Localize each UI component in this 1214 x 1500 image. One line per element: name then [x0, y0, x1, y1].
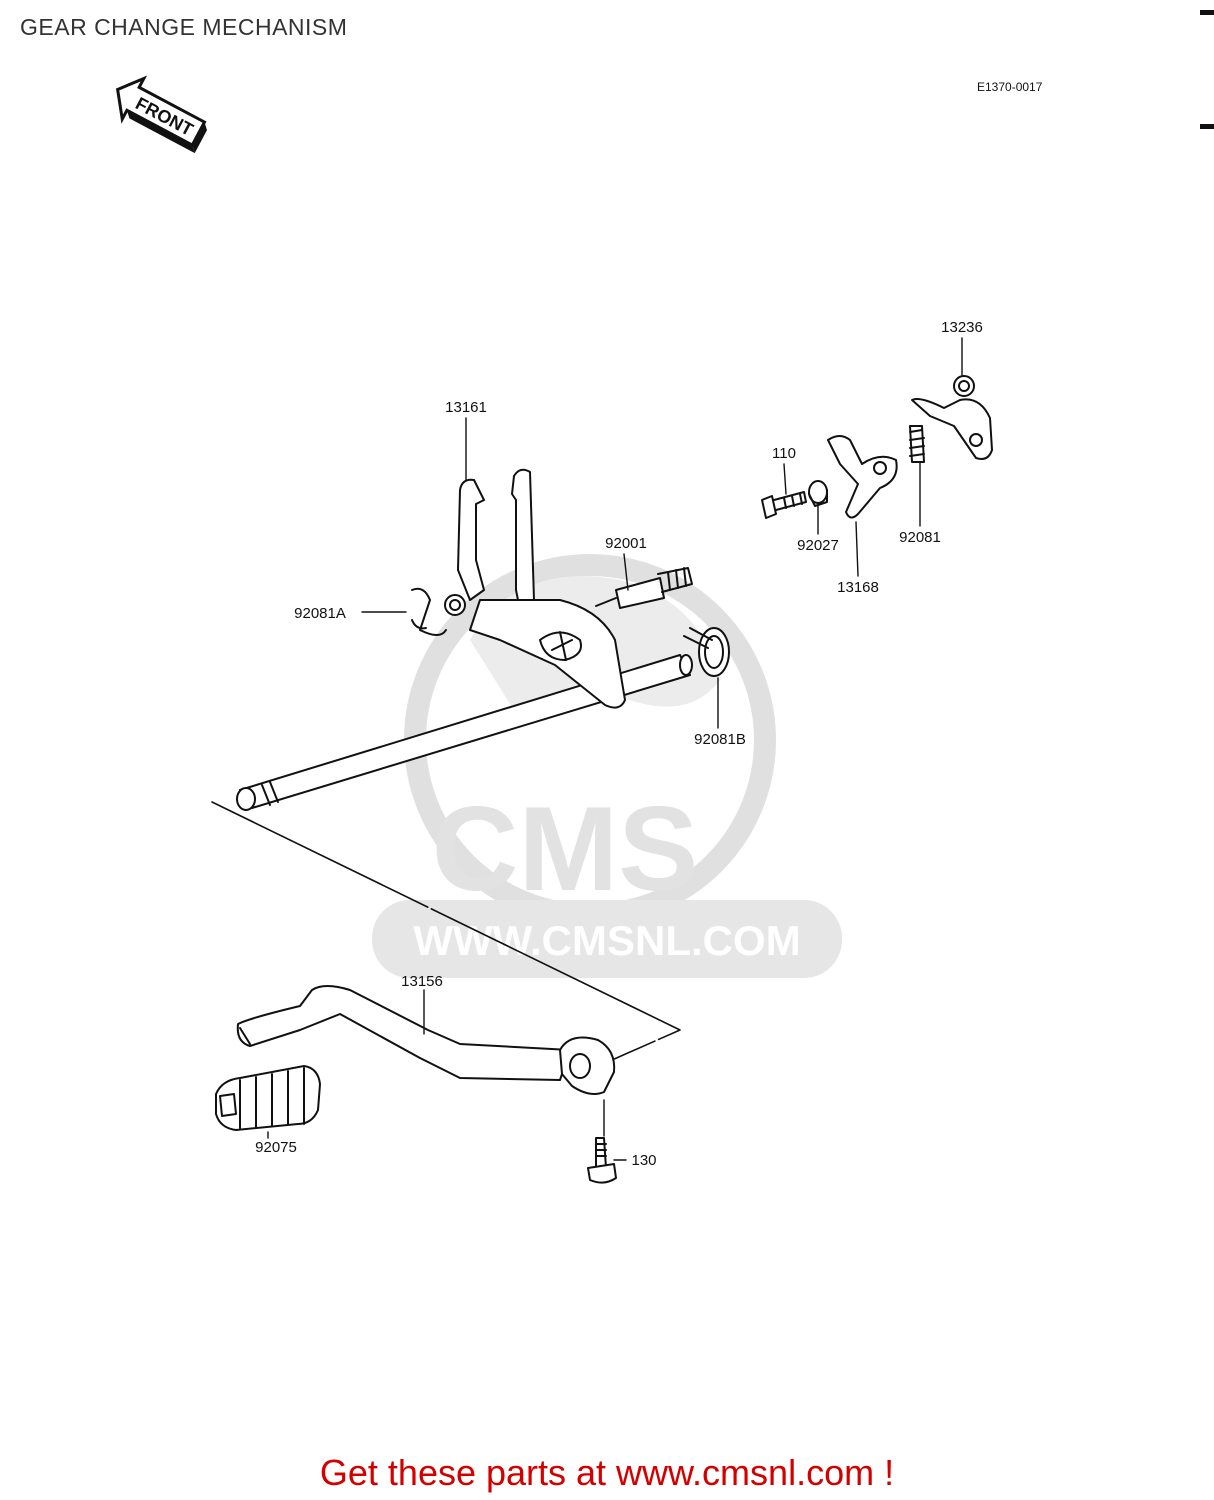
spring-92081 [909, 425, 925, 463]
pedal-rubber-92075 [215, 1065, 321, 1131]
part-label-92081a: 92081A [294, 605, 346, 622]
shift-mechanism-arm [444, 468, 626, 709]
shift-shaft [236, 654, 693, 811]
watermark-url: WWW.CMSNL.COM [413, 917, 800, 964]
watermark-brand: CMS [432, 782, 699, 916]
edge-mark-bottom [1200, 124, 1214, 129]
part-label-13236: 13236 [941, 319, 983, 336]
part-label-92081b: 92081B [694, 731, 746, 748]
diagram-reference: E1370-0017 [977, 80, 1043, 94]
stopper-bolt-92001 [595, 567, 693, 609]
gear-set-lever-13168 [827, 435, 898, 519]
bolt-110 [761, 491, 807, 519]
assembly-guide-line [211, 801, 681, 1061]
part-label-13168: 13168 [837, 579, 879, 596]
part-label-110: 110 [772, 445, 796, 462]
part-label-92075: 92075 [255, 1139, 297, 1156]
shift-pedal-13156 [236, 985, 616, 1095]
part-label-13161: 13161 [445, 399, 487, 416]
part-label-130: 130 [631, 1152, 656, 1169]
edge-mark-top [1200, 10, 1214, 15]
part-label-92027: 92027 [797, 537, 839, 554]
front-arrow-icon: FRONT [115, 75, 207, 154]
leader-lines [267, 337, 963, 1161]
return-spring-92081b [683, 627, 730, 677]
part-label-92001: 92001 [605, 535, 647, 552]
lever-13236 [911, 375, 993, 460]
collar-92027 [808, 480, 828, 507]
part-label-13156: 13156 [401, 973, 443, 990]
spring-92081a [411, 587, 447, 636]
bolt-130 [587, 1137, 617, 1184]
part-label-92081: 92081 [899, 529, 941, 546]
page-title: GEAR CHANGE MECHANISM [20, 14, 348, 40]
footer-shop-link[interactable]: Get these parts at www.cmsnl.com ! [319, 1452, 895, 1493]
